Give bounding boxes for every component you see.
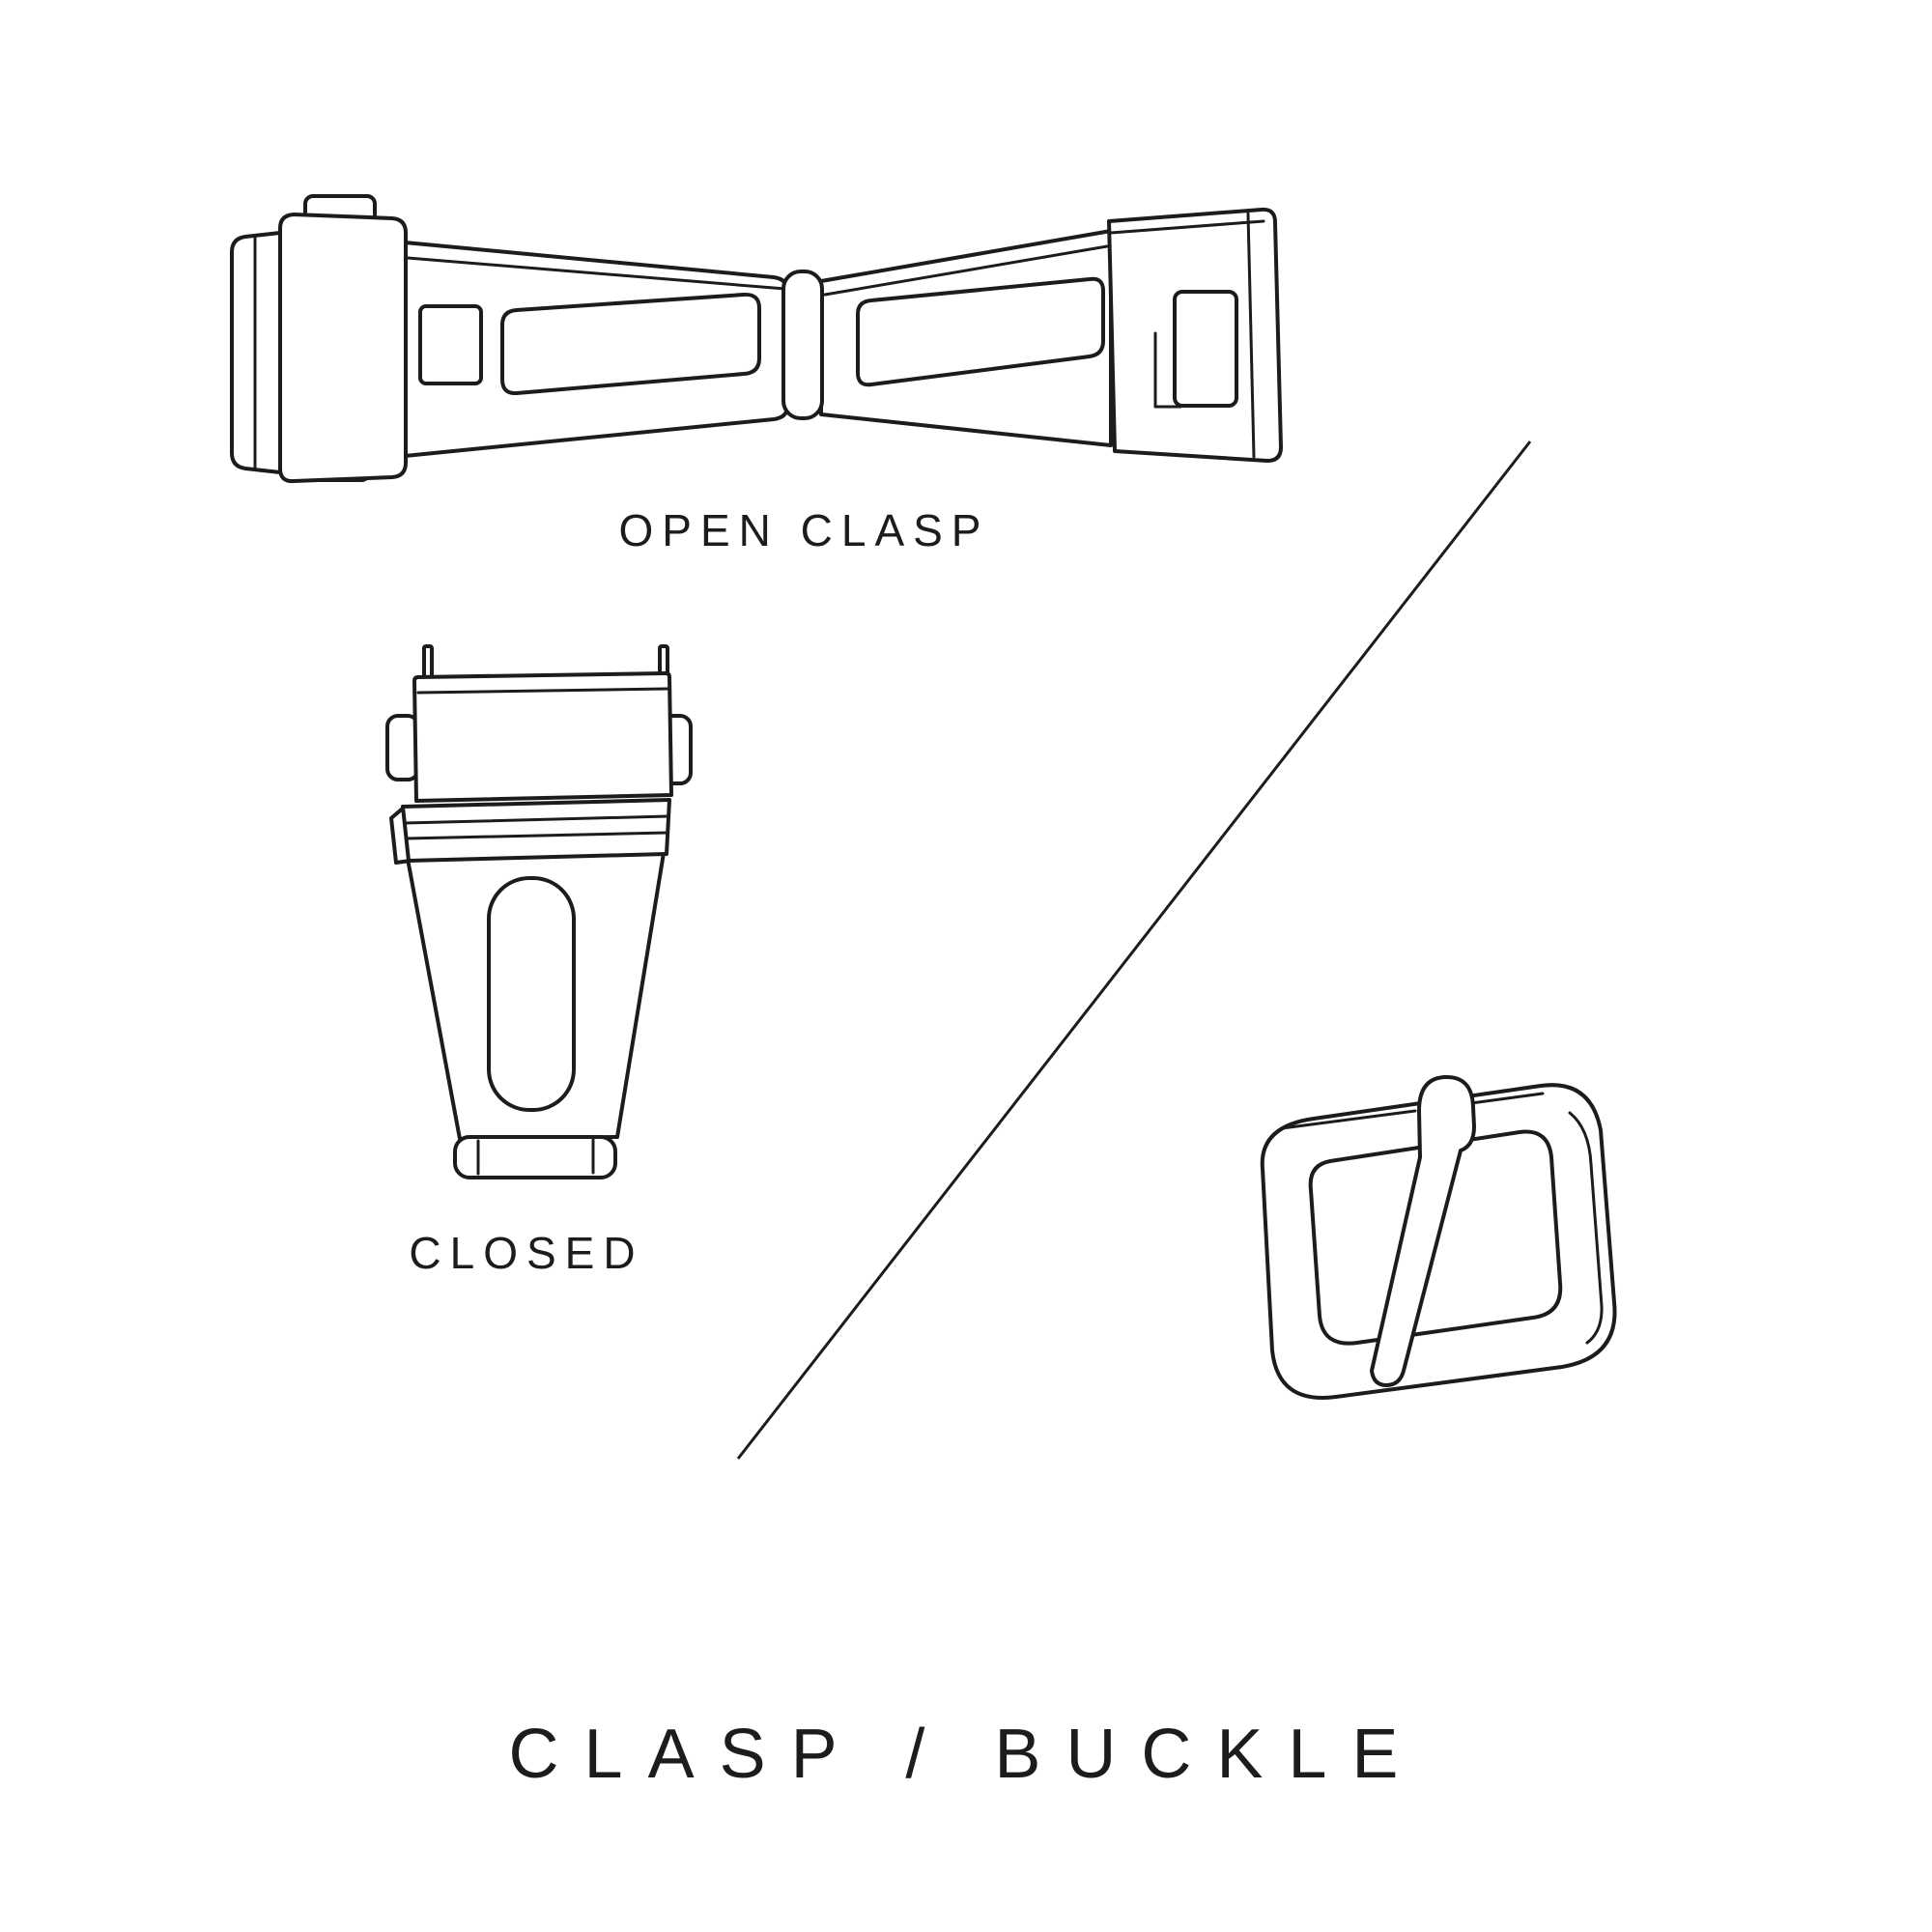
closed-clasp-illustration	[380, 642, 698, 1183]
page-title: CLASP / BUCKLE	[508, 1716, 1424, 1793]
open-clasp-illustration	[222, 188, 1285, 488]
pin-buckle-illustration	[1222, 1072, 1628, 1410]
open-clasp-label: OPEN CLASP	[618, 505, 990, 555]
closed-clasp-label: CLOSED	[409, 1228, 644, 1278]
